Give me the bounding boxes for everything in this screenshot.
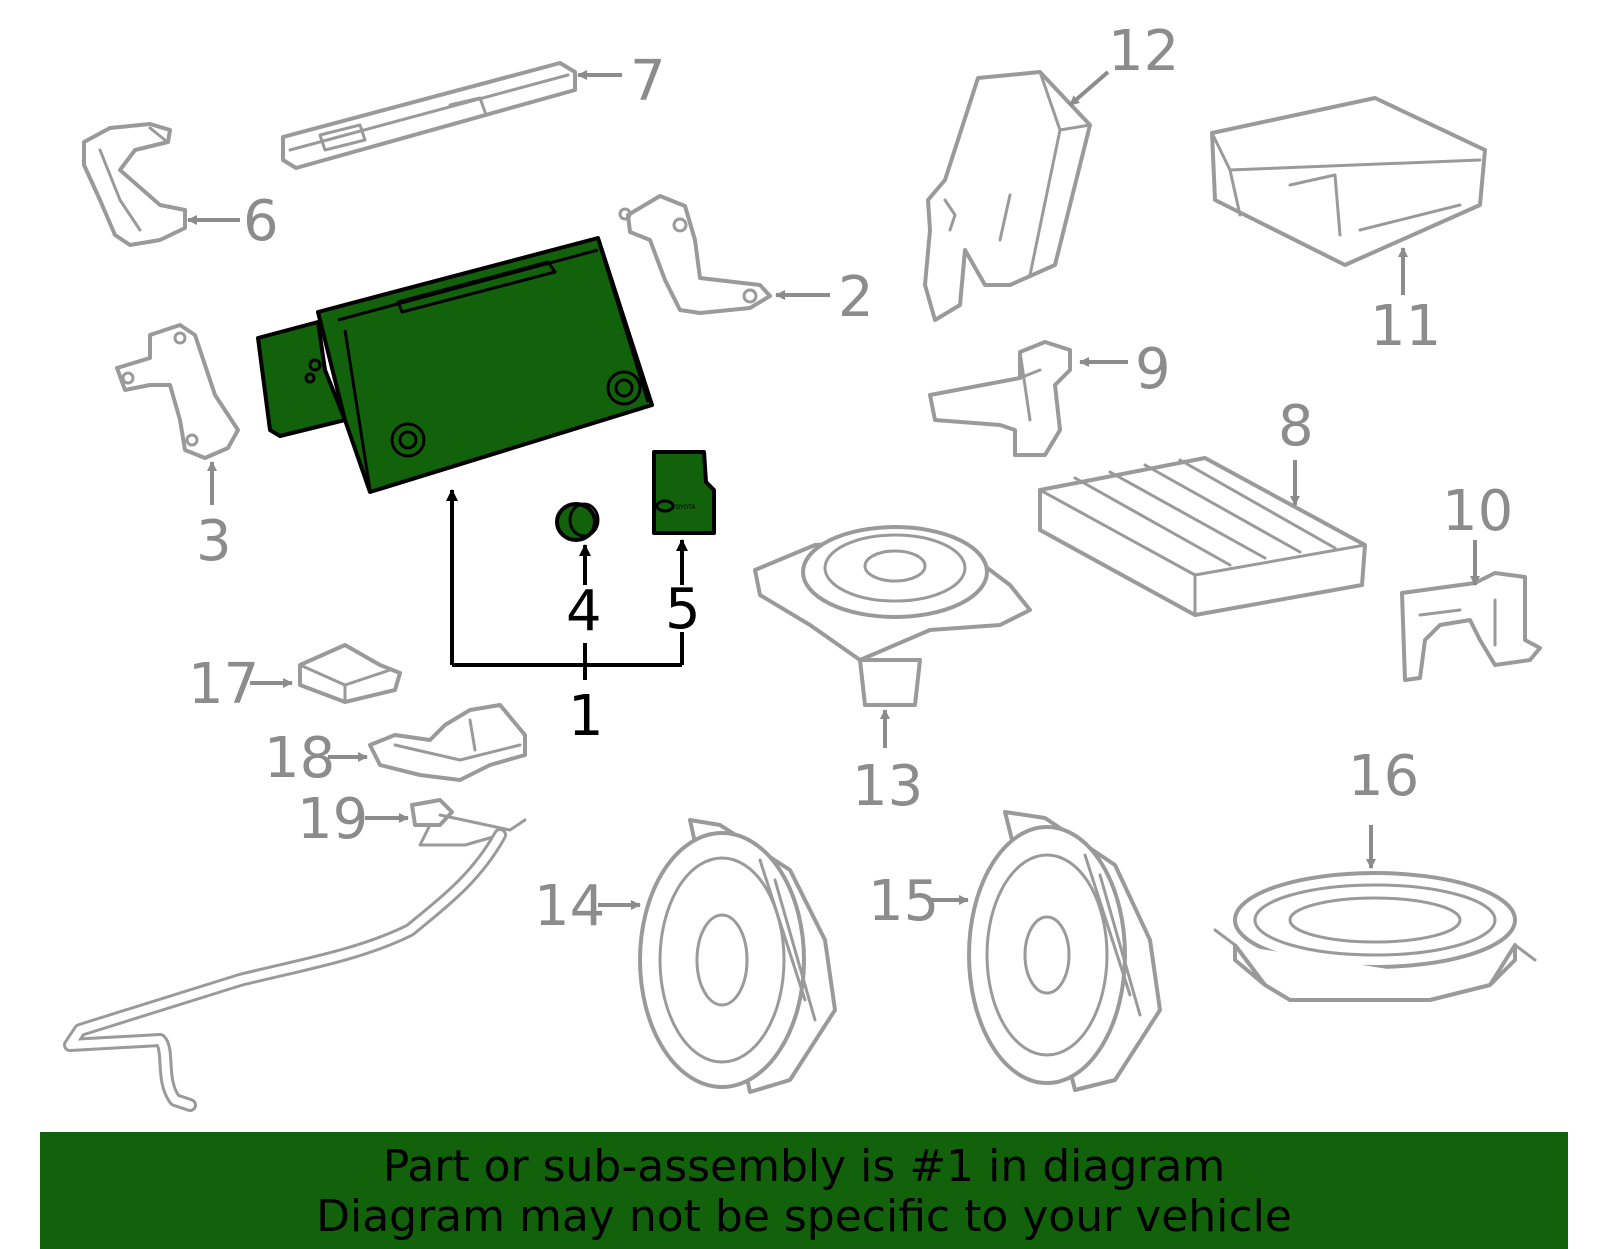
part-11-box <box>1210 96 1487 267</box>
part-18-bracket <box>368 703 527 782</box>
callout-1: 1 <box>568 684 604 749</box>
callout-19: 19 <box>297 787 368 852</box>
callout-13: 13 <box>852 754 923 819</box>
callout-15: 15 <box>868 869 939 934</box>
part-15-speaker <box>967 810 1162 1092</box>
part-10-bracket <box>1400 571 1542 682</box>
part-17-module <box>298 643 402 704</box>
callout-12: 12 <box>1108 19 1179 84</box>
part-16-oval-speaker <box>1213 871 1537 1002</box>
part-9-bracket <box>928 340 1072 457</box>
part-4-grommet <box>555 502 600 542</box>
callout-6: 6 <box>243 189 279 254</box>
banner-line-2: Diagram may not be specific to your vehi… <box>316 1191 1292 1242</box>
info-banner: Part or sub-assembly is #1 in diagram Di… <box>40 1132 1568 1249</box>
callout-18: 18 <box>264 726 335 791</box>
part-1-module <box>256 236 654 494</box>
part-13-tweeter <box>753 525 1032 707</box>
part-19-harness <box>63 798 527 1112</box>
callout-16: 16 <box>1348 744 1419 809</box>
sd-card-brand: TOYOTA <box>671 504 696 511</box>
callout-7: 7 <box>630 49 666 114</box>
callout-4: 4 <box>566 579 602 644</box>
part-2-bracket <box>618 194 772 315</box>
callout-9: 9 <box>1135 337 1171 402</box>
part-7-bar <box>281 61 577 170</box>
part-5-sd-card: TOYOTA <box>652 450 716 535</box>
part-3-bracket <box>115 323 240 460</box>
callout-10: 10 <box>1442 479 1513 544</box>
part-14-speaker <box>638 818 837 1094</box>
part-8-amplifier <box>1038 456 1367 617</box>
gray-leaders <box>187 70 1480 910</box>
callout-3: 3 <box>196 509 232 574</box>
callout-8: 8 <box>1278 394 1314 459</box>
callout-17: 17 <box>188 652 259 717</box>
callout-11: 11 <box>1370 294 1441 359</box>
callout-14: 14 <box>534 874 605 939</box>
black-leaders <box>446 489 688 680</box>
part-6-bracket <box>82 122 187 247</box>
part-12-module <box>923 70 1092 322</box>
banner-line-1: Part or sub-assembly is #1 in diagram <box>382 1141 1226 1192</box>
callout-5: 5 <box>665 577 701 642</box>
callout-2: 2 <box>838 265 874 330</box>
